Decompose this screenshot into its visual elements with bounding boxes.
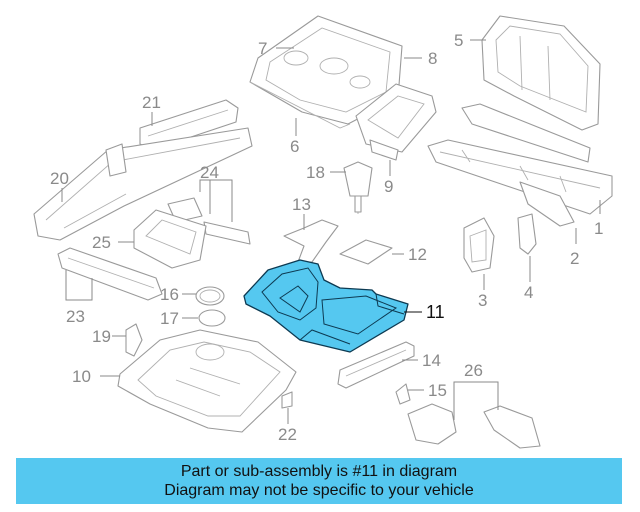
- callout-6: 6: [290, 137, 299, 156]
- part-10-floor-pan: [117, 329, 297, 433]
- part-14-member: [337, 341, 415, 389]
- part-4-bracket: [517, 213, 537, 255]
- part-21-rail: [139, 99, 239, 151]
- callout-5: 5: [454, 31, 463, 50]
- callout-14: 14: [422, 351, 441, 370]
- part-11-spare-wheel-well: [243, 259, 409, 353]
- callout-20: 20: [50, 169, 69, 188]
- part-18-bolt: [343, 161, 373, 214]
- callout-26: 26: [464, 361, 483, 380]
- leader-26: [453, 381, 499, 420]
- part-22-clip: [281, 391, 293, 409]
- callout-13: 13: [292, 195, 311, 214]
- callout-2: 2: [570, 249, 579, 268]
- part-2-panel: [519, 181, 575, 227]
- callout-23: 23: [66, 307, 85, 326]
- callout-4: 4: [524, 283, 533, 302]
- banner-line-2: Diagram may not be specific to your vehi…: [164, 482, 474, 499]
- part-25-bracket: [133, 209, 207, 269]
- part-9-bracket: [355, 83, 437, 161]
- leader-24: [199, 179, 233, 222]
- part-26-shields: [407, 403, 541, 449]
- callout-21: 21: [142, 93, 161, 112]
- callout-1: 1: [594, 219, 603, 238]
- callout-9: 9: [384, 177, 393, 196]
- part-15-clip: [395, 383, 411, 405]
- callout-22: 22: [278, 425, 297, 444]
- part-23-member: [57, 247, 163, 301]
- part-3-bracket: [463, 217, 495, 273]
- part-16-grommet: [195, 286, 225, 306]
- info-banner: Part or sub-assembly is #11 in diagram D…: [16, 458, 622, 504]
- callout-15: 15: [428, 381, 447, 400]
- banner-line-1: Part or sub-assembly is #11 in diagram: [180, 463, 458, 480]
- callout-17: 17: [160, 309, 179, 328]
- part-19-bracket: [125, 323, 143, 357]
- part-12-plate: [339, 239, 393, 265]
- callout-18: 18: [306, 163, 325, 182]
- part-17-grommet: [198, 309, 226, 327]
- part-1-crossmember: [427, 103, 613, 215]
- callout-19: 19: [92, 327, 111, 346]
- callout-3: 3: [478, 291, 487, 310]
- callout-16: 16: [160, 285, 179, 304]
- callout-10: 10: [72, 367, 91, 386]
- callout-7: 7: [258, 39, 267, 58]
- callout-25: 25: [92, 233, 111, 252]
- callout-11: 11: [426, 302, 445, 322]
- part-20-side-rail: [33, 127, 253, 241]
- part-5-rear-panel: [481, 15, 601, 131]
- leader-23: [65, 270, 93, 301]
- part-13-bracket: [283, 219, 339, 263]
- callout-12: 12: [408, 245, 427, 264]
- callout-24: 24: [200, 163, 219, 182]
- callout-8: 8: [428, 49, 437, 68]
